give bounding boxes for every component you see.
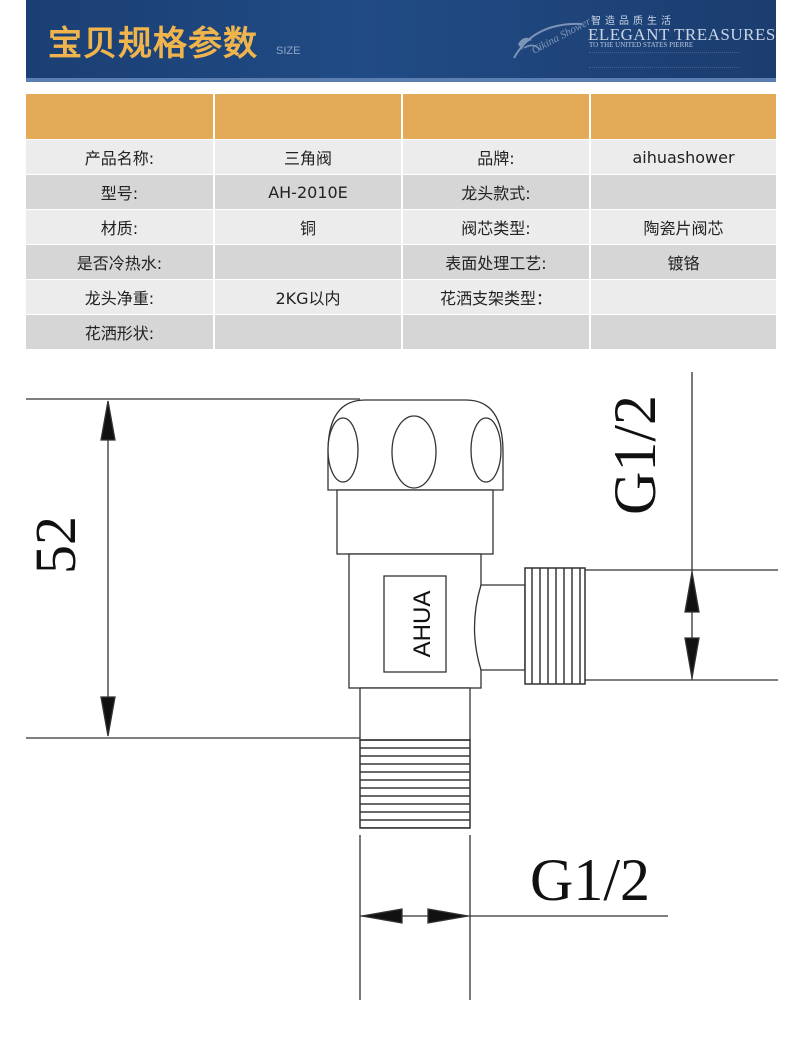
table-header-cell	[402, 94, 591, 140]
spec-label	[402, 314, 591, 350]
valve-dimension-drawing: 52 G1/2 G1/2 AHUA	[23, 372, 778, 1000]
spec-label: 花洒支架类型：	[402, 279, 591, 315]
spec-table: 产品名称: 三角阀 品牌: aihuashower 型号: AH-2010E 龙…	[26, 94, 776, 350]
spec-label: 产品名称:	[26, 139, 215, 175]
dim-arrow	[684, 571, 700, 613]
slogan-en: ELEGANT TREASURES	[588, 25, 776, 44]
valve-cap	[336, 489, 494, 555]
dim-arrow	[684, 637, 700, 679]
spec-label: 品牌:	[402, 139, 591, 175]
spec-label: 阀芯类型:	[402, 209, 591, 245]
table-header-cell	[26, 94, 215, 140]
page-title: 宝贝规格参数	[48, 24, 258, 64]
table-row: 龙头净重: 2KG以内 花洒支架类型：	[26, 279, 776, 315]
spec-value	[214, 244, 403, 280]
table-row: 花洒形状:	[26, 314, 776, 350]
dim-arrow	[427, 908, 469, 924]
table-header-cell	[214, 94, 403, 140]
spec-value	[214, 314, 403, 350]
table-header-cell	[590, 94, 776, 140]
slogan-small: TO THE UNITED STATES PIERRE	[589, 41, 694, 49]
spec-value: AH-2010E	[214, 174, 403, 210]
slogan-decoration	[589, 52, 739, 68]
table-row: 型号: AH-2010E 龙头款式:	[26, 174, 776, 210]
header-banner: 宝贝规格参数 SIZE Cikina Shower 智造品质生活 ELEGANT…	[26, 0, 776, 82]
dim-height-label: 52	[23, 516, 88, 574]
valve-brand-label: AHUA	[409, 591, 436, 658]
table-row: 材质: 铜 阀芯类型: 陶瓷片阀芯	[26, 209, 776, 245]
spec-label: 花洒形状:	[26, 314, 215, 350]
bottom-thread-label: G1/2	[530, 847, 650, 913]
spec-value	[590, 279, 776, 315]
spec-label: 龙头净重:	[26, 279, 215, 315]
spec-label: 材质:	[26, 209, 215, 245]
spec-value	[590, 174, 776, 210]
table-row: 是否冷热水: 表面处理工艺: 镀铬	[26, 244, 776, 280]
spec-value: aihuashower	[590, 139, 776, 175]
valve-label-box	[383, 575, 447, 673]
dim-arrow	[100, 696, 116, 737]
valve-stem	[359, 687, 471, 741]
spec-value: 陶瓷片阀芯	[590, 209, 776, 245]
spec-label: 表面处理工艺:	[402, 244, 591, 280]
page-subtitle: SIZE	[276, 45, 301, 57]
spec-value	[590, 314, 776, 350]
side-thread-label: G1/2	[602, 395, 668, 515]
spec-label: 型号:	[26, 174, 215, 210]
dim-arrow	[100, 400, 116, 441]
side-thread	[524, 567, 586, 685]
valve-side-nozzle	[473, 584, 526, 671]
bottom-thread	[359, 739, 471, 829]
spec-label: 是否冷热水:	[26, 244, 215, 280]
spec-value: 三角阀	[214, 139, 403, 175]
spec-label: 龙头款式:	[402, 174, 591, 210]
dim-arrow	[361, 908, 403, 924]
slogan-cn: 智造品质生活	[591, 16, 675, 27]
table-row: 产品名称: 三角阀 品牌: aihuashower	[26, 139, 776, 175]
logo-text: Cikina Shower	[530, 15, 594, 56]
brand-logo: Cikina Shower	[513, 15, 594, 59]
table-header-row	[26, 94, 776, 140]
spec-value: 2KG以内	[214, 279, 403, 315]
spec-value: 铜	[214, 209, 403, 245]
spec-value: 镀铬	[590, 244, 776, 280]
